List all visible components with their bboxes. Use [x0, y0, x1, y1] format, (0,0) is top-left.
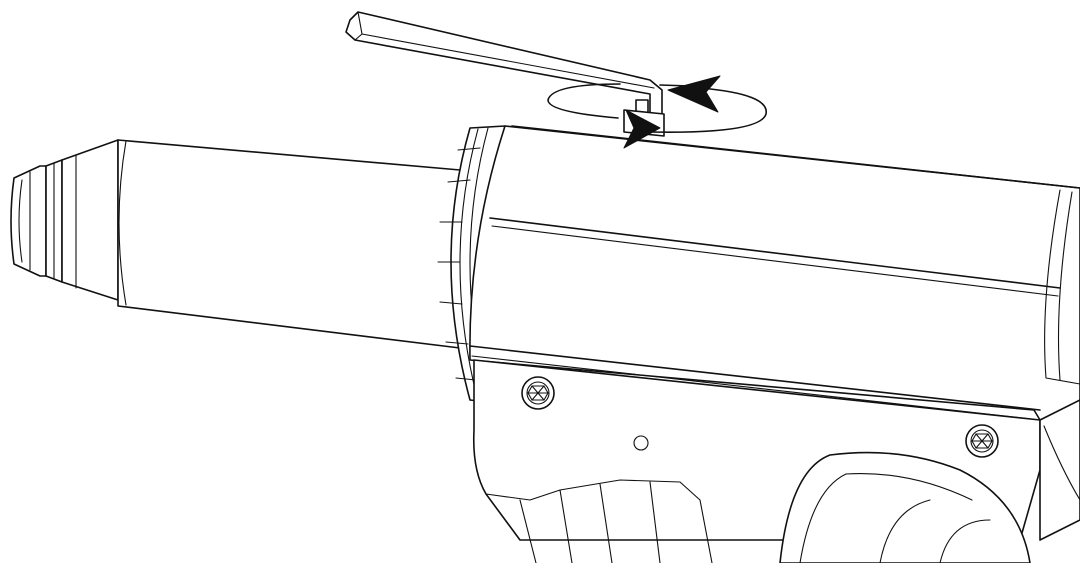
lower-housing — [472, 359, 1080, 563]
nose-piece — [10, 159, 63, 283]
rotation-arrow-icon — [547, 75, 767, 149]
barrel — [117, 139, 461, 349]
hex-socket-screw-right — [965, 424, 999, 458]
nose-collar — [61, 139, 119, 301]
body-housing — [469, 125, 1080, 431]
hex-socket-screw-left — [521, 376, 555, 410]
